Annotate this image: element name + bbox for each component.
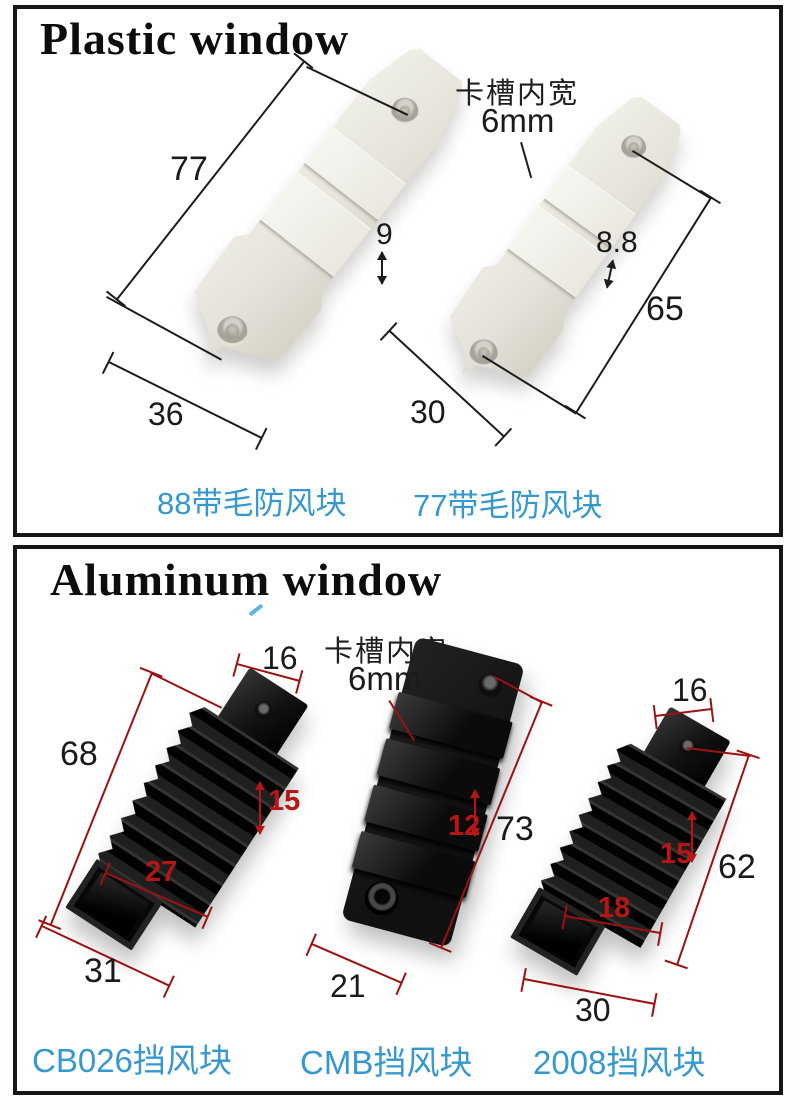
fin-arrow: [470, 789, 480, 837]
dim-text-c-tab: 16: [262, 640, 298, 676]
dim-text-d-fin: 12: [448, 810, 481, 842]
dim-text-step-b: 8.8: [596, 226, 638, 259]
fin-arrow: [687, 811, 697, 863]
dim-text-width-b: 30: [410, 394, 446, 430]
product-name-77: 77带毛防风块: [413, 488, 603, 523]
mounting-hole: [211, 310, 253, 352]
dim-text-e-tab: 16: [672, 672, 708, 708]
dim-text-width-a: 36: [148, 396, 184, 432]
dim-text-step-a: 9: [376, 218, 393, 251]
dim-text-c-fin: 15: [268, 785, 301, 817]
dim-text-e-width: 30: [575, 992, 611, 1028]
plastic-section-title: Plastic window: [40, 13, 350, 64]
dim-text-d-length: 73: [496, 810, 534, 848]
dim-text-e-slot: 18: [598, 892, 631, 924]
slot-note-line2: 6mm: [348, 660, 422, 697]
mounting-hole: [386, 92, 424, 130]
product-name-cb026: CB026挡风块: [32, 1042, 232, 1079]
dim-text-length-b: 65: [646, 290, 684, 328]
dim-text-e-length: 62: [718, 848, 756, 886]
dim-text-c-length: 68: [60, 735, 98, 773]
dim-text-c-slot: 27: [145, 856, 178, 888]
mounting-hole: [360, 877, 403, 920]
dim-text-c-width: 31: [84, 952, 122, 990]
product-name-2008: 2008挡风块: [533, 1044, 706, 1081]
slot-note-line1: 卡槽内宽: [455, 78, 580, 110]
step-arrow: [377, 251, 387, 285]
slot-note-line1: 卡槽内宽: [324, 636, 449, 668]
aluminum-section-title: Aluminum window: [50, 554, 443, 605]
product-name-88: 88带毛防风块: [157, 486, 347, 521]
dim-text-e-fin: 15: [660, 838, 693, 870]
dim-text-length-a: 77: [170, 150, 208, 188]
slot-note-line2: 6mm: [481, 102, 555, 139]
dim-text-d-width: 21: [330, 968, 366, 1004]
mounting-hole: [464, 334, 503, 373]
tab-hole: [250, 698, 276, 724]
product-name-cmb: CMB挡风块: [300, 1044, 473, 1081]
fin-arrow: [255, 781, 265, 835]
mounting-hole: [475, 670, 506, 700]
